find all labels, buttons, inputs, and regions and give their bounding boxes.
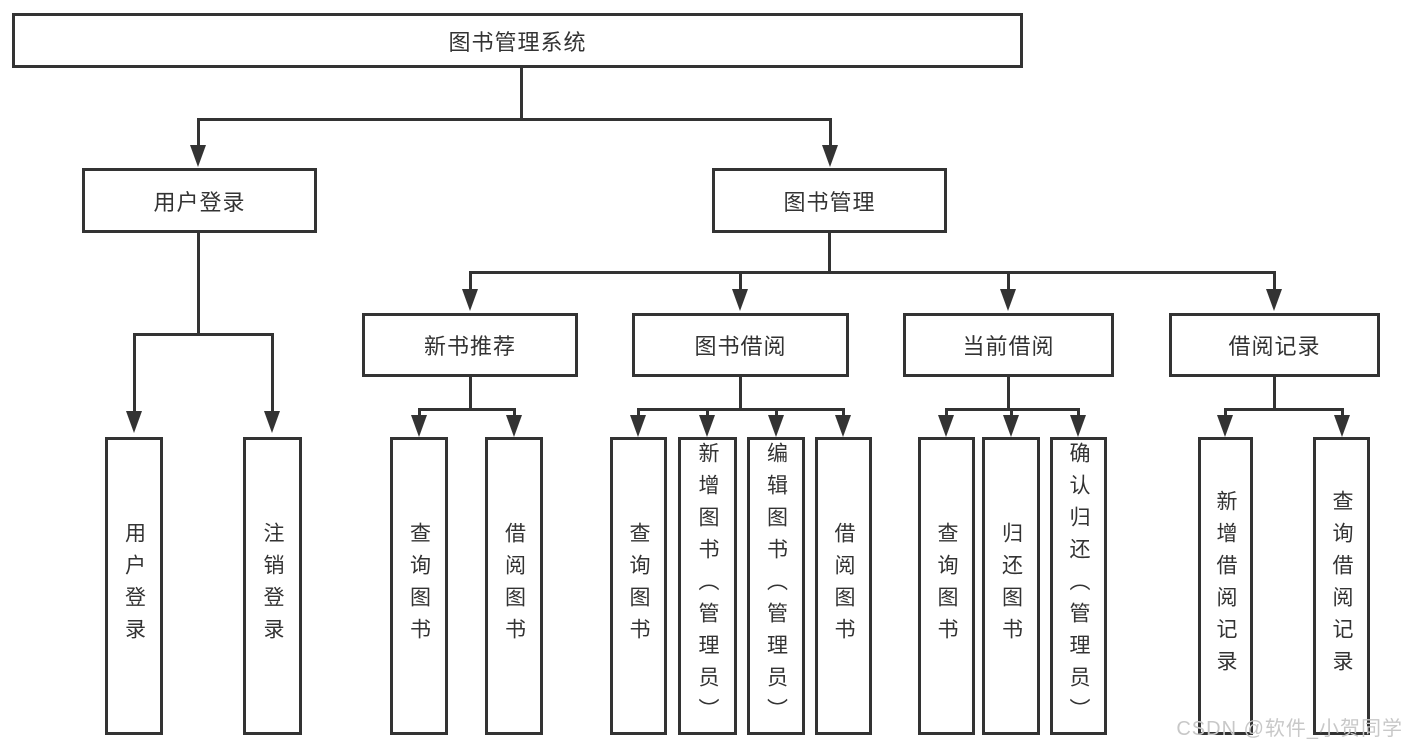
node-module-current-borrow-label: 当前借阅 (962, 334, 1055, 359)
arrow-down-icon (264, 411, 280, 433)
connector-user-login-drop-left (133, 333, 136, 413)
arrow-down-icon (822, 145, 838, 167)
connector-leaf-drop (418, 408, 421, 417)
arrow-down-icon (699, 415, 715, 437)
arrow-down-icon (938, 415, 954, 437)
connector-module1-trunk (739, 377, 742, 410)
connector-leaf-drop (706, 408, 709, 417)
arrow-down-icon (1217, 415, 1233, 437)
node-module-current-borrow: 当前借阅 (903, 313, 1114, 377)
arrow-down-icon (1070, 415, 1086, 437)
node-leaf-query-books-current: 查询图书 (918, 437, 975, 735)
node-module-borrow-records-label: 借阅记录 (1228, 334, 1321, 359)
node-leaf-query-borrow-record-label: 查询借阅记录 (1330, 490, 1353, 682)
node-module-book-borrow: 图书借阅 (632, 313, 849, 377)
arrow-down-icon (462, 289, 478, 311)
node-leaf-return-books: 归还图书 (982, 437, 1040, 735)
arrow-down-icon (1334, 415, 1350, 437)
node-leaf-logout: 注销登录 (243, 437, 302, 735)
connector-leaf-drop (1224, 408, 1227, 417)
connector-root-drop-right (829, 118, 832, 146)
connector-module1-bar (637, 408, 844, 411)
connector-leaf-drop (842, 408, 845, 417)
connector-leaf-drop (1010, 408, 1013, 417)
connector-module-drop (1007, 271, 1010, 291)
connector-user-login-trunk (197, 232, 200, 335)
node-leaf-borrow-books-recommend-label: 借阅图书 (502, 522, 526, 650)
connector-user-login-drop-right (271, 333, 274, 413)
node-leaf-edit-books-admin: 编辑图书（管理员） (747, 437, 805, 735)
node-book-management-label: 图书管理 (783, 189, 876, 215)
node-system-root-label: 图书管理系统 (448, 29, 587, 55)
watermark: CSDN @软件_小贺同学 (1176, 718, 1403, 740)
arrow-down-icon (1003, 415, 1019, 437)
node-module-new-book-recommend-label: 新书推荐 (423, 334, 516, 359)
node-leaf-query-borrow-record: 查询借阅记录 (1313, 437, 1370, 735)
arrow-down-icon (126, 411, 142, 433)
connector-module0-bar (418, 408, 516, 411)
arrow-down-icon (1000, 289, 1016, 311)
node-leaf-user-login: 用户登录 (105, 437, 163, 735)
connector-leaf-drop (775, 408, 778, 417)
node-leaf-add-books-admin: 新增图书（管理员） (678, 437, 737, 735)
connector-leaf-drop (513, 408, 516, 417)
node-leaf-query-books-current-label: 查询图书 (935, 522, 958, 650)
arrow-down-icon (411, 415, 427, 437)
connector-book-management-bar (469, 271, 1276, 274)
connector-root-bar (197, 118, 831, 121)
connector-leaf-drop (1077, 408, 1080, 417)
arrow-down-icon (732, 289, 748, 311)
connector-leaf-drop (1341, 408, 1344, 417)
node-leaf-borrow-books-label: 借阅图书 (832, 522, 855, 650)
arrow-down-icon (835, 415, 851, 437)
arrow-down-icon (190, 145, 206, 167)
node-leaf-query-books-borrow: 查询图书 (610, 437, 667, 735)
node-user-login-label: 用户登录 (153, 189, 246, 215)
node-leaf-query-books-recommend-label: 查询图书 (407, 522, 431, 650)
connector-module3-trunk (1273, 376, 1276, 410)
node-system-root: 图书管理系统 (12, 13, 1023, 68)
node-module-borrow-records: 借阅记录 (1169, 313, 1380, 377)
connector-user-login-bar (133, 333, 274, 336)
node-leaf-add-borrow-record: 新增借阅记录 (1198, 437, 1253, 735)
connector-module0-trunk (469, 377, 472, 410)
connector-book-management-trunk (828, 233, 831, 273)
node-book-management: 图书管理 (712, 168, 947, 233)
connector-module-drop (469, 271, 472, 291)
arrow-down-icon (630, 415, 646, 437)
node-leaf-user-login-label: 用户登录 (122, 522, 146, 650)
node-user-login: 用户登录 (82, 168, 317, 233)
connector-leaf-drop (637, 408, 640, 417)
node-leaf-confirm-return-admin-label: 确认归还（管理员） (1067, 442, 1090, 730)
connector-root-drop-left (197, 118, 200, 146)
connector-module-drop (739, 271, 742, 291)
arrow-down-icon (506, 415, 522, 437)
node-leaf-add-books-admin-label: 新增图书（管理员） (696, 442, 719, 730)
connector-module2-trunk (1007, 376, 1010, 410)
node-leaf-edit-books-admin-label: 编辑图书（管理员） (764, 442, 788, 730)
connector-root-trunk (520, 68, 523, 120)
node-module-new-book-recommend: 新书推荐 (362, 313, 578, 377)
arrow-down-icon (1266, 289, 1282, 311)
node-leaf-query-books-recommend: 查询图书 (390, 437, 448, 735)
connector-leaf-drop (945, 408, 948, 417)
connector-module3-bar (1224, 408, 1343, 411)
arrow-down-icon (768, 415, 784, 437)
connector-module-drop (1273, 271, 1276, 291)
node-leaf-logout-label: 注销登录 (261, 522, 284, 650)
node-module-book-borrow-label: 图书借阅 (694, 334, 787, 359)
node-leaf-return-books-label: 归还图书 (999, 522, 1023, 650)
node-leaf-borrow-books-recommend: 借阅图书 (485, 437, 543, 735)
node-leaf-confirm-return-admin: 确认归还（管理员） (1050, 437, 1107, 735)
node-leaf-add-borrow-record-label: 新增借阅记录 (1214, 490, 1237, 682)
node-leaf-query-books-borrow-label: 查询图书 (627, 522, 650, 650)
node-leaf-borrow-books: 借阅图书 (815, 437, 872, 735)
